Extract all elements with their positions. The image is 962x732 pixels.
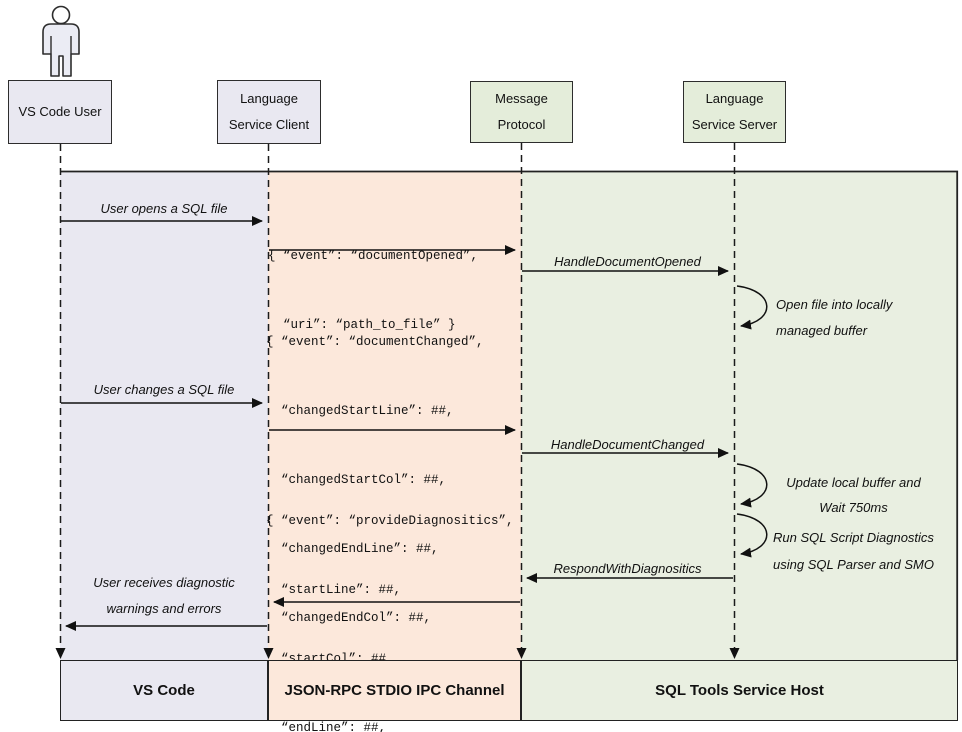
annotation-run-diagnostics: Run SQL Script Diagnostics using SQL Par… [756,524,951,578]
lane-service-host [521,171,957,660]
user-actor-icon [42,5,80,77]
label-respond-with-diagnostics: RespondWithDiagnositics [553,561,702,576]
label-user-receives-line2: warnings and errors [106,601,222,616]
header-client-line2: Service Client [228,117,310,132]
header-language-service-server: Language Service Server [683,81,786,143]
footer-host-label: SQL Tools Service Host [655,682,824,699]
annotation-update-buffer: Update local buffer and Wait 750ms [756,470,951,520]
footer-vscode: VS Code [60,660,268,721]
label-handle-document-changed: HandleDocumentChanged [550,437,705,452]
footer-ipc-label: JSON-RPC STDIO IPC Channel [284,682,505,699]
annotation-open-buffer-line1: Open file into locally [776,297,893,312]
header-message-protocol: Message Protocol [470,81,573,143]
header-vscode-user-label: VS Code User [18,104,102,119]
json-line: “changedStartCol”: ##, [266,473,447,487]
label-user-receives-diagnostics: User receives diagnostic warnings and er… [60,570,268,622]
json-line: “changedEndCol”: ##, [266,611,432,625]
label-user-receives-line1: User receives diagnostic [93,575,235,590]
json-line: { “event”: “provideDiagnositics”, [266,514,514,528]
footer-service-host: SQL Tools Service Host [521,660,958,721]
json-line: “changedStartLine”: ##, [266,404,454,418]
json-line: { “event”: “documentChanged”, [266,335,484,349]
annotation-open-buffer-line2: managed buffer [776,323,868,338]
label-user-changes-file: User changes a SQL file [93,382,235,397]
header-protocol-line1: Message [495,91,548,106]
label-handle-document-opened: HandleDocumentOpened [554,254,701,269]
label-user-opens-file: User opens a SQL file [100,201,228,216]
json-document-opened: { “event”: “documentOpened”, “uri”: “pat… [268,199,478,383]
json-line: “changedEndLine”: ##, [266,542,439,556]
json-line: “startLine”: ##, [266,583,402,597]
json-document-changed: { “event”: “documentChanged”, “changedSt… [266,285,506,732]
header-vscode-user: VS Code User [8,80,112,144]
annotation-open-buffer: Open file into locally managed buffer [776,292,892,344]
header-client-line1: Language [240,91,298,106]
header-server-line1: Language [705,91,764,106]
header-protocol-line2: Protocol [497,117,546,132]
json-line: “endLine”: ##, [266,721,387,732]
annotation-update-buffer-line1: Update local buffer and [786,475,921,490]
annotation-run-diagnostics-line1: Run SQL Script Diagnostics [773,530,934,545]
header-language-service-client: Language Service Client [217,80,321,144]
json-line: “uri”: “path_to_file” } [268,318,456,332]
footer-ipc-channel: JSON-RPC STDIO IPC Channel [268,660,521,721]
header-server-line2: Service Server [691,117,778,132]
annotation-run-diagnostics-line2: using SQL Parser and SMO [773,557,934,572]
annotation-update-buffer-line2: Wait 750ms [819,500,888,515]
json-line: { “event”: “documentOpened”, [268,249,479,263]
footer-vscode-label: VS Code [133,682,195,699]
